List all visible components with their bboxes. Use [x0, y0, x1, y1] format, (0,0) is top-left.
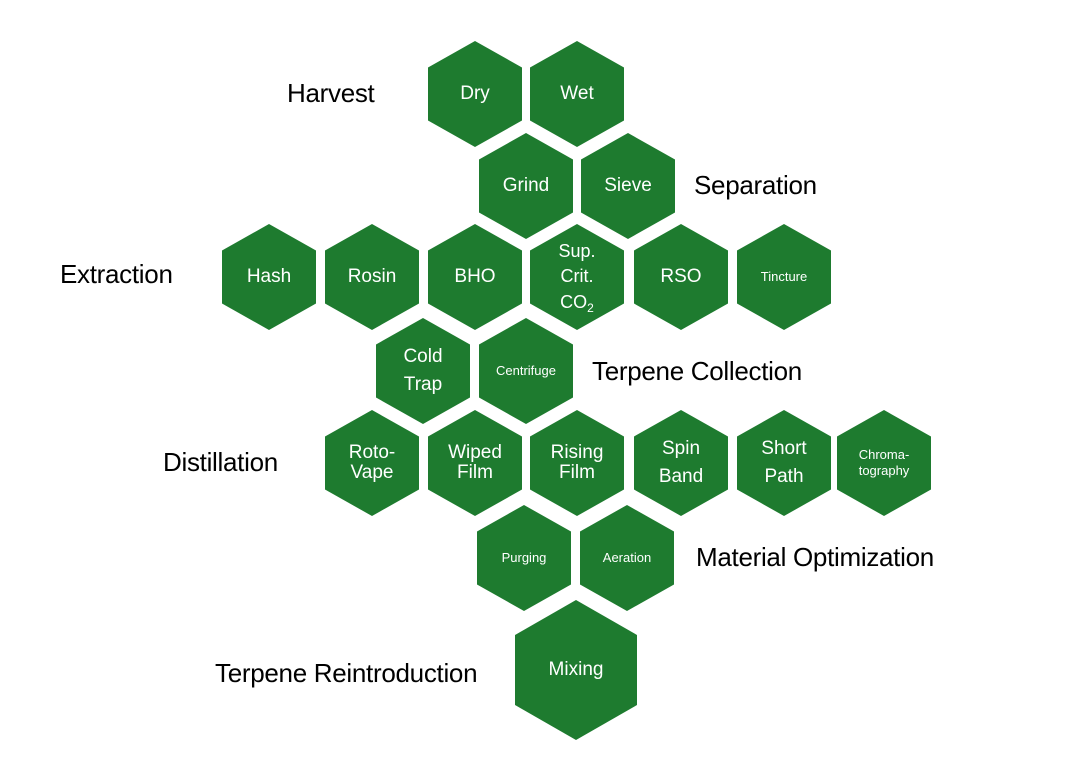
- hex-centrifuge: Centrifuge: [479, 318, 573, 424]
- label-distillation: Distillation: [163, 447, 278, 477]
- hex-grind: Grind: [479, 133, 573, 239]
- hex-roto-vape: Roto- Vape: [325, 410, 419, 516]
- hex-hash-text: Hash: [246, 266, 292, 288]
- hex-bho-text: BHO: [454, 266, 496, 288]
- label-harvest: Harvest: [287, 78, 375, 108]
- label-separation: Separation: [694, 170, 817, 200]
- hex-rising-film-text: Rising Film: [550, 442, 604, 483]
- hex-hash: Hash: [222, 224, 316, 330]
- hex-wiped-film-text: Wiped Film: [448, 442, 502, 483]
- hex-purging-text: Purging: [501, 549, 547, 565]
- hex-grind-text: Grind: [502, 175, 550, 197]
- hex-cold-trap-text: Cold Trap: [403, 346, 443, 395]
- hex-supercritical-co2: Sup. Crit. CO2: [530, 224, 624, 330]
- hex-mixing-text: Mixing: [548, 659, 604, 681]
- hex-sieve: Sieve: [581, 133, 675, 239]
- hex-aeration: Aeration: [580, 505, 674, 611]
- hex-rso-text: RSO: [660, 266, 702, 288]
- hex-short-path: Short Path: [737, 410, 831, 516]
- hex-rso: RSO: [634, 224, 728, 330]
- hex-rosin-text: Rosin: [347, 266, 397, 288]
- hex-supercritical-co2-text: Sup. Crit. CO2: [558, 241, 596, 315]
- hex-dry-text: Dry: [460, 83, 490, 105]
- hex-wiped-film: Wiped Film: [428, 410, 522, 516]
- hex-chromatography: Chroma- tography: [837, 410, 931, 516]
- hex-cold-trap: Cold Trap: [376, 318, 470, 424]
- hex-roto-vape-text: Roto- Vape: [348, 442, 396, 483]
- hex-short-path-text: Short Path: [761, 438, 807, 487]
- hex-purging: Purging: [477, 505, 571, 611]
- hex-centrifuge-text: Centrifuge: [496, 362, 556, 378]
- hex-rosin: Rosin: [325, 224, 419, 330]
- hex-spin-band-text: Spin Band: [658, 438, 704, 487]
- label-terpene-reintroduction: Terpene Reintroduction: [215, 658, 478, 688]
- hex-aeration-text: Aeration: [602, 549, 652, 565]
- label-terpene-collection: Terpene Collection: [592, 356, 802, 386]
- hex-rising-film: Rising Film: [530, 410, 624, 516]
- label-material-optimization: Material Optimization: [696, 542, 934, 572]
- hex-sieve-text: Sieve: [604, 175, 652, 197]
- hex-wet: Wet: [530, 41, 624, 147]
- hex-wet-text: Wet: [560, 83, 594, 105]
- hex-tincture: Tincture: [737, 224, 831, 330]
- hex-mixing: Mixing: [515, 600, 637, 740]
- hex-dry: Dry: [428, 41, 522, 147]
- hex-spin-band: Spin Band: [634, 410, 728, 516]
- hex-chromatography-text: Chroma- tography: [858, 446, 910, 478]
- label-extraction: Extraction: [60, 259, 173, 289]
- hex-bho: BHO: [428, 224, 522, 330]
- hex-tincture-text: Tincture: [760, 268, 808, 284]
